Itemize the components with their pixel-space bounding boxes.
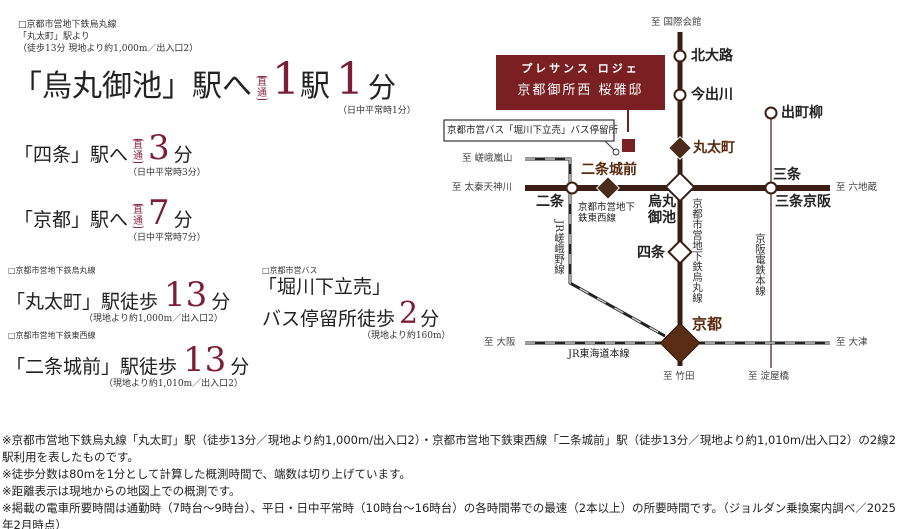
direction-osaka: 至 大阪 xyxy=(484,337,516,348)
station-imadegawa[interactable] xyxy=(673,88,687,102)
time-note: （日中平常時1分） xyxy=(338,106,416,116)
jr-sagano-line xyxy=(525,157,666,338)
direction-otsu: 至 大津 xyxy=(836,337,868,348)
stops-count: 1 xyxy=(272,54,300,105)
line-label: □京都市営地下鉄東西線 xyxy=(8,331,96,340)
route-map xyxy=(443,32,830,368)
label-karasumaoike: 烏丸御池 xyxy=(648,194,676,226)
station-nijo[interactable] xyxy=(565,181,579,195)
label-sagano-line: JR嵯峨野線 xyxy=(553,220,565,275)
from-station-label: 「丸太町」駅より xyxy=(18,32,90,42)
station-name: 「二条城前」駅徒歩 xyxy=(6,356,178,378)
distance-note: （現地より約1,000m／出入口2） xyxy=(84,314,223,324)
property-location-marker xyxy=(622,139,635,152)
bus-stop-walk-label: バス停留所徒歩 xyxy=(262,308,396,330)
bus-stop-name: 「堀川下立売」 xyxy=(258,276,392,298)
station-name: 「丸太町」駅徒歩 xyxy=(6,291,159,313)
bus-stop-marker xyxy=(612,148,620,156)
minutes: 1 xyxy=(336,54,364,105)
stops-unit: 駅 xyxy=(300,69,330,104)
minutes-unit: 分 xyxy=(173,144,193,166)
label-tozai-line: 京都市営地下鉄東西線 xyxy=(578,202,636,224)
station-kyoto[interactable] xyxy=(659,322,701,364)
station-sanjo[interactable] xyxy=(764,181,778,195)
label-karasuma-line: 京都市営地下鉄烏丸線 xyxy=(691,198,703,303)
bus-line-label: □京都市営バス xyxy=(262,266,318,275)
label-sanjokeihan: 三条京阪 xyxy=(775,194,831,210)
station-shijo[interactable] xyxy=(667,239,693,265)
label-shijo: 四条 xyxy=(637,245,665,261)
label-keihan-line: 京阪電鉄本線 xyxy=(754,233,766,296)
direction-takeda: 至 竹田 xyxy=(663,371,695,382)
footnote: ※距離表示は現地からの地図上での概測です。 xyxy=(2,484,241,498)
direction-yodoyabashi: 至 淀屋橋 xyxy=(748,371,790,382)
property-name-line2: 京都御所西 桜雅邸 xyxy=(517,83,644,98)
footnotes: ※京都市営地下鉄烏丸線「丸太町」駅（徒歩13分／現地より約1,000m/出入口2… xyxy=(2,432,896,529)
bus-stop-label: 京都市営バス「堀川下立売」バス停留所 xyxy=(447,125,619,136)
direction-uzumasa: 至 太秦天神川 xyxy=(452,182,513,193)
distance-note: （現地より約160m） xyxy=(362,331,451,341)
direction-sagaarashiyama: 至 嵯峨嵐山 xyxy=(462,153,513,164)
bus-stop-callout xyxy=(443,119,615,142)
direct-badge: 直通 xyxy=(132,139,145,163)
label-kitaoji: 北大路 xyxy=(691,48,733,64)
minutes: 7 xyxy=(148,193,170,233)
minutes-unit: 分 xyxy=(173,209,193,231)
line-label: □京都市営地下鉄烏丸線 xyxy=(18,20,117,30)
footnote: ※徒歩分数は80mを1分として計算した概測時間で、端数は切り上げています。 xyxy=(2,467,411,481)
distance-note: （現地より約1,010m／出入口2） xyxy=(104,379,243,389)
station-nijojomae[interactable] xyxy=(595,175,621,201)
minutes: 13 xyxy=(164,275,208,315)
time-note: （日中平常時7分） xyxy=(128,233,206,243)
station-demachiyanagi[interactable] xyxy=(764,106,778,120)
minutes-unit: 分 xyxy=(211,291,231,313)
direction-rokujizo: 至 六地蔵 xyxy=(836,182,878,193)
station-name: 「四条」駅へ xyxy=(14,144,129,166)
station-name: 「京都」駅へ xyxy=(14,209,129,231)
station-marutamachi[interactable] xyxy=(667,135,693,161)
label-tokaido-line: JR東海道本線 xyxy=(568,349,630,360)
direct-badge: 直通 xyxy=(132,204,145,228)
minutes-unit: 分 xyxy=(230,356,250,378)
label-nijojomae: 二条城前 xyxy=(581,162,637,178)
minutes: 3 xyxy=(148,128,170,168)
station-name: 「烏丸御池」駅へ xyxy=(12,69,252,104)
line-label: □京都市営地下鉄烏丸線 xyxy=(8,266,96,275)
label-marutamachi: 丸太町 xyxy=(693,140,735,156)
label-demachiyanagi: 出町柳 xyxy=(781,105,823,121)
footnote: ※掲載の電車所要時間は通勤時（7時台～9時台）、平日・日中平常時（10時台～16… xyxy=(2,501,896,529)
property-callout xyxy=(496,55,665,110)
label-kyoto: 京都 xyxy=(692,315,723,333)
minutes-unit: 分 xyxy=(368,71,397,104)
minutes: 2 xyxy=(399,296,419,331)
station-karasumaoike[interactable] xyxy=(664,171,696,203)
station-kitaoji[interactable] xyxy=(673,49,687,63)
walk-note: （徒歩13分 現地より約1,000m／出入口2） xyxy=(18,44,199,54)
time-note: （日中平常時3分） xyxy=(128,168,206,178)
direction-kokusaikaikan: 至 国際会館 xyxy=(651,17,702,28)
label-nijo: 二条 xyxy=(536,194,564,210)
direct-badge: 直通 xyxy=(256,76,268,100)
minutes: 13 xyxy=(183,340,227,380)
minutes-unit: 分 xyxy=(420,308,440,330)
label-sanjo: 三条 xyxy=(773,167,801,183)
footnote: ※京都市営地下鉄烏丸線「丸太町」駅（徒歩13分／現地より約1,000m/出入口2… xyxy=(2,433,896,464)
label-imadegawa: 今出川 xyxy=(691,87,733,103)
property-name-line1: プレサンス ロジェ xyxy=(521,62,640,75)
